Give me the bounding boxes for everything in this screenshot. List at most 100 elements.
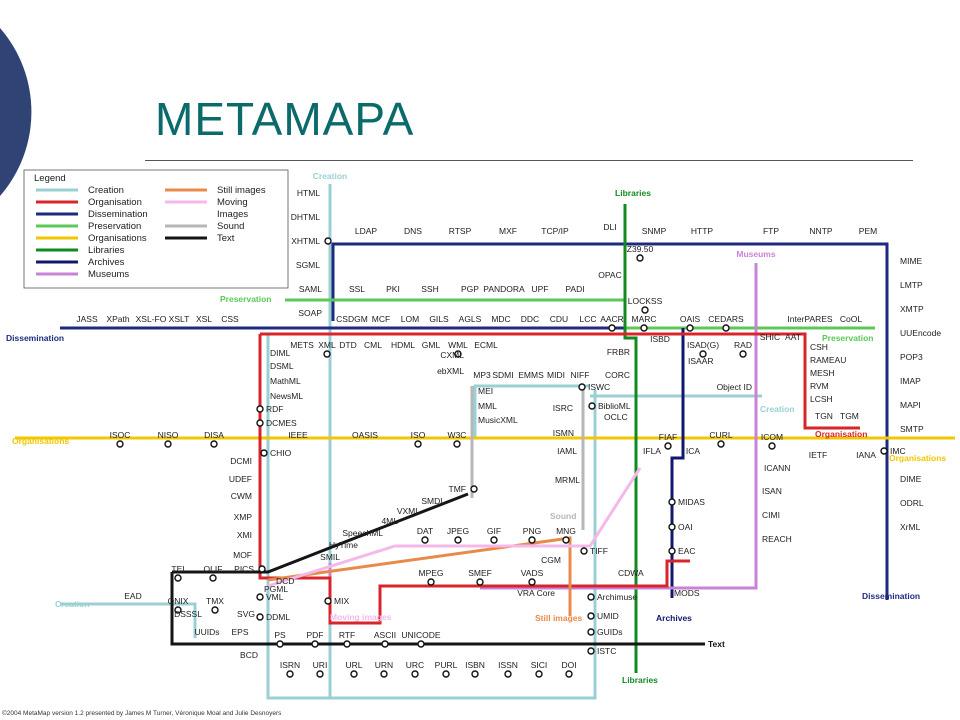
line-organisation-17: [260, 332, 860, 430]
stop-url: [350, 670, 358, 678]
station-pics: PICS: [234, 564, 254, 574]
station-oclc: OCLC: [604, 412, 628, 422]
terminal-sound-10: Sound: [550, 511, 576, 521]
station-mcf: MCF: [372, 314, 390, 324]
legend-label-organisation: Organisation: [88, 197, 142, 208]
station-pandora: PANDORA: [483, 284, 525, 294]
station-mesh: MESH: [810, 368, 835, 378]
station-shic: SHIC: [760, 332, 780, 342]
stop-dcmes: [256, 419, 264, 427]
stop-istc: [587, 647, 595, 655]
station-gml: GML: [422, 340, 441, 350]
line-creation-1: [266, 334, 597, 700]
line-moving-22: [267, 467, 642, 588]
station-css: CSS: [221, 314, 239, 324]
station-pgml: PGML: [264, 584, 288, 594]
stop-umid: [587, 612, 595, 620]
station-ssh: SSH: [421, 284, 438, 294]
legend-label-images: Images: [217, 209, 248, 220]
station-ica: ICA: [686, 446, 701, 456]
station-pii: PII: [0, 168, 10, 170]
stop-eac: [668, 547, 676, 555]
station-saml: SAML: [299, 284, 322, 294]
station-upf: UPF: [532, 284, 549, 294]
station-ascii: ASCII: [374, 630, 396, 640]
station-ldap: LDAP: [355, 226, 378, 236]
terminal-libraries-16: Libraries: [622, 675, 658, 685]
legend-label-moving: Moving: [217, 197, 248, 208]
station-4ml: 4ML: [381, 516, 398, 526]
station-xpath: XPath: [106, 314, 129, 324]
station-rtsp: RTSP: [449, 226, 472, 236]
station-emms: EMMS: [518, 370, 544, 380]
station-bcd: BCD: [240, 650, 258, 660]
stop-biblioml: [588, 402, 596, 410]
terminal-text-17: Text: [708, 639, 725, 649]
station-rvm: RVM: [810, 381, 829, 391]
station-ddml: DDML: [266, 612, 290, 622]
stop-rdf: [256, 405, 264, 413]
station-rameau: RAMEAU: [810, 355, 846, 365]
station-cwm: CWM: [231, 491, 252, 501]
station-marc: MARC: [631, 314, 656, 324]
station-ead: EAD: [124, 591, 141, 601]
decorative-circle-segment: [0, 28, 32, 196]
stop-mng: [562, 536, 570, 544]
station-newsml: NewsML: [270, 391, 303, 401]
stop-dat: [421, 536, 429, 544]
station-purl: PURL: [435, 660, 458, 670]
line-archives-13: [670, 328, 685, 598]
station-oasis: OASIS: [352, 430, 378, 440]
station-object-id: Object ID: [717, 382, 752, 392]
station-uri: URI: [313, 660, 328, 670]
stop-midas: [668, 498, 676, 506]
stop-rad: [739, 350, 747, 358]
station-xrml: XrML: [900, 522, 921, 532]
legend-label-dissemination: Dissemination: [88, 209, 148, 220]
station-pem: PEM: [859, 226, 877, 236]
station-lcsh: LCSH: [810, 394, 833, 404]
terminal-libraries-1: Libraries: [615, 188, 651, 198]
station-dsssl: DSSSL: [174, 609, 202, 619]
stop-unicode: [417, 640, 425, 648]
station-csh: CSH: [810, 342, 828, 352]
stop-purl: [442, 670, 450, 678]
station-mrml: MRML: [555, 475, 580, 485]
station-iswc: ISWC: [588, 382, 610, 392]
stop-iso: [414, 440, 422, 448]
station-mp3: MP3: [473, 370, 491, 380]
station-hdml: HDML: [391, 340, 415, 350]
station-http: HTTP: [691, 226, 714, 236]
station-wml: WML: [448, 340, 468, 350]
station-gif: GIF: [487, 526, 501, 536]
station-cdu: CDU: [550, 314, 568, 324]
stop-issn: [504, 670, 512, 678]
station-aacr: AACR: [600, 314, 624, 324]
terminal-still-images-12: Still images: [535, 613, 583, 623]
terminal-creation-13: Creation: [760, 404, 794, 414]
stop-pdf: [311, 640, 319, 648]
station-midi: MIDI: [547, 370, 565, 380]
station-uuencode: UUEncode: [900, 328, 941, 338]
station-eac: EAC: [678, 546, 695, 556]
stop-z39-50: [636, 254, 644, 262]
stop-archimuse: [587, 593, 595, 601]
station-lmtp: LMTP: [900, 280, 923, 290]
station-mng: MNG: [556, 526, 576, 536]
station-iso: ISO: [411, 430, 426, 440]
station-biblioml: BiblioML: [598, 401, 631, 411]
stop-tmf: [470, 485, 478, 493]
station-ps: PS: [274, 630, 286, 640]
stop-gif: [490, 536, 498, 544]
stop-tei: [174, 574, 182, 582]
station-lcc: LCC: [579, 314, 596, 324]
station-mime: MIME: [900, 256, 923, 266]
stop-wml: [454, 350, 462, 358]
station-dsml: DSML: [270, 361, 294, 371]
station-tcp-ip: TCP/IP: [541, 226, 569, 236]
station-midas: MIDAS: [678, 497, 705, 507]
station-pgp: PGP: [461, 284, 479, 294]
station-vads: VADS: [521, 568, 544, 578]
station-ismn: ISMN: [553, 428, 574, 438]
line-text-23: [170, 572, 595, 646]
